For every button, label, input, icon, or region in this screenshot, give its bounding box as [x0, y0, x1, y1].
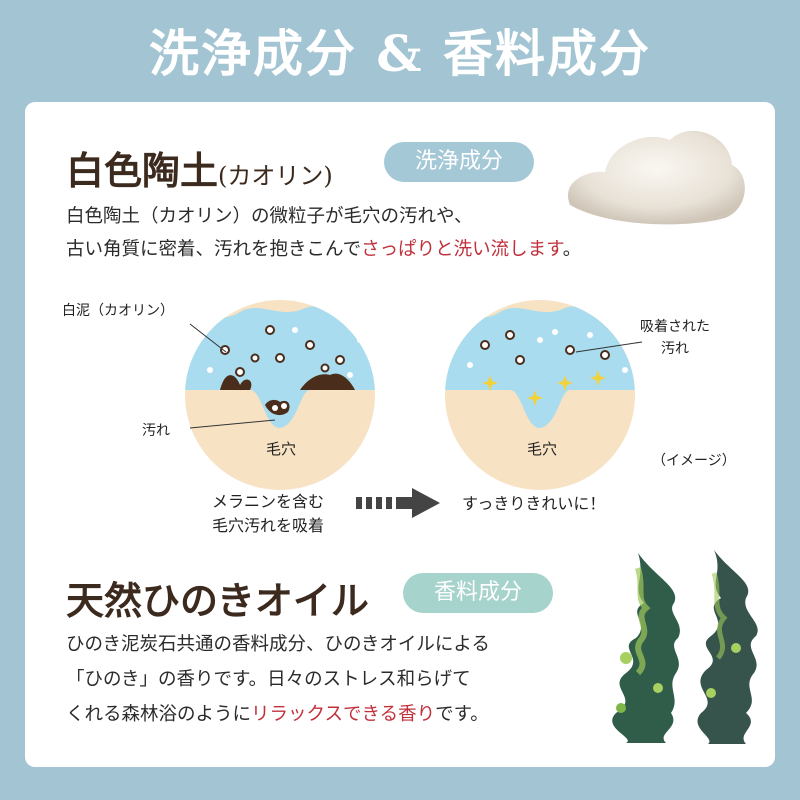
hinoki-line3-pre: くれる森林浴のように	[66, 704, 252, 725]
hinoki-line3-post: です。	[435, 704, 489, 725]
kaolin-title: 白色陶土	[66, 148, 219, 193]
hinoki-line3-highlight: リラックスできる香り	[251, 704, 436, 725]
kaolin-description: 白色陶土（カオリン）の微粒子が毛穴の汚れや、 古い角質に密着、汚れを抱きこんでさ…	[66, 200, 706, 266]
label-kaolin: 白泥（カオリン）	[62, 303, 174, 319]
pore-before-diagram	[185, 300, 375, 490]
arrow-right-icon	[356, 488, 440, 518]
hinoki-description: ひのき泥炭石共通の香料成分、ひのきオイルによる 「ひのき」の香りです。日々のスト…	[66, 627, 606, 732]
label-adsorbed-line2: 汚れ	[661, 341, 689, 357]
caption-left: メラニンを含む 毛穴汚れを吸着	[212, 490, 324, 538]
label-pore-right: 毛穴	[527, 440, 558, 458]
label-pore-left: 毛穴	[266, 440, 297, 458]
label-adsorbed: 吸着された 汚れ	[640, 316, 710, 360]
kaolin-line2-highlight: さっぱりと洗い流します	[361, 239, 563, 260]
label-dirt: 汚れ	[142, 423, 170, 439]
kaolin-title-paren: (カオリン)	[218, 162, 333, 190]
kaolin-line2-pre: 古い角質に密着、汚れを抱きこんで	[66, 239, 362, 260]
caption-left-line1: メラニンを含む	[212, 492, 325, 511]
hinoki-heading: 天然ひのきオイル	[66, 578, 369, 623]
caption-right: すっきりきれいに！	[462, 494, 606, 513]
cleansing-badge: 洗浄成分	[384, 142, 534, 182]
hinoki-line2: 「ひのき」の香りです。日々のストレス和らげて	[66, 669, 471, 690]
clay-illustration	[568, 130, 745, 225]
caption-left-line2: 毛穴汚れを吸着	[212, 516, 325, 535]
label-adsorbed-line1: 吸着された	[640, 319, 710, 335]
fragrance-badge: 香料成分	[403, 573, 553, 613]
label-image-note: （イメージ）	[652, 453, 736, 469]
page-title: 洗浄成分 & 香料成分	[149, 24, 651, 83]
trees-illustration	[612, 550, 758, 744]
kaolin-line2-post: 。	[562, 239, 582, 260]
hinoki-line1: ひのき泥炭石共通の香料成分、ひのきオイルによる	[66, 634, 490, 655]
kaolin-line1: 白色陶土（カオリン）の微粒子が毛穴の汚れや、	[66, 206, 473, 227]
pore-after-diagram	[445, 300, 635, 490]
kaolin-heading: 白色陶土(カオリン)	[66, 140, 333, 195]
